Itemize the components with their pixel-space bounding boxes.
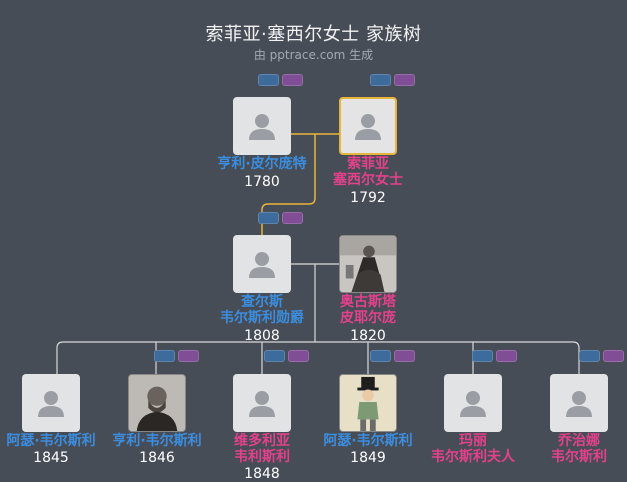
person-card-mary[interactable] [444, 374, 502, 432]
person-name-sophia: 索菲亚 塞西尔女士 [333, 156, 403, 188]
female-marker-chip[interactable] [603, 350, 624, 362]
male-marker-chip[interactable] [154, 350, 175, 362]
female-marker-chip[interactable] [282, 212, 303, 224]
caricature-man [340, 375, 396, 431]
henry-chips [154, 350, 199, 362]
person-card-arthur2[interactable] [339, 374, 397, 432]
person-card-augusta[interactable] [339, 235, 397, 293]
person-year-arthur1: 1845 [33, 450, 69, 466]
person-year-sophia: 1792 [350, 190, 386, 206]
male-marker-chip[interactable] [258, 212, 279, 224]
female-marker-chip[interactable] [282, 74, 303, 86]
male-marker-chip[interactable] [579, 350, 600, 362]
page-title: 索菲亚·塞西尔女士 家族树 [205, 24, 422, 45]
person-card-charles[interactable] [233, 235, 291, 293]
person-card-henry[interactable] [128, 374, 186, 432]
person-card-sophia[interactable] [339, 97, 397, 155]
person-name-henry: 亨利·韦尔斯利 [112, 433, 202, 449]
person-card-georgina[interactable] [550, 374, 608, 432]
person-name-mary: 玛丽 韦尔斯利夫人 [431, 433, 515, 465]
arthur2-chips [370, 350, 415, 362]
female-marker-chip[interactable] [394, 350, 415, 362]
henry-sr-chips [258, 74, 303, 86]
placeholder-avatar-icon [566, 391, 592, 417]
female-marker-chip[interactable] [178, 350, 199, 362]
person-name-georgina: 乔治娜 韦尔斯利 [551, 433, 607, 465]
person-name-henry-sr: 亨利·皮尔庞特 [217, 156, 307, 172]
person-name-charles: 查尔斯 韦尔斯利勋爵 [220, 294, 304, 326]
person-card-victoria[interactable] [233, 374, 291, 432]
sophia-chips [370, 74, 415, 86]
person-year-henry: 1846 [139, 450, 175, 466]
male-marker-chip[interactable] [370, 74, 391, 86]
person-name-victoria: 维多利亚 韦利斯利 [234, 433, 290, 465]
person-name-arthur2: 阿瑟·韦尔斯利 [323, 433, 413, 449]
page-subtitle: 由 pptrace.com 生成 [253, 48, 374, 62]
placeholder-avatar-icon [249, 114, 275, 140]
person-name-arthur1: 阿瑟·韦尔斯利 [6, 433, 96, 449]
male-marker-chip[interactable] [472, 350, 493, 362]
placeholder-avatar-icon [38, 391, 64, 417]
placeholder-avatar-icon [460, 391, 486, 417]
person-year-victoria: 1848 [244, 466, 280, 482]
placeholder-avatar-icon [249, 391, 275, 417]
victoria-chips [264, 350, 309, 362]
person-year-charles: 1808 [244, 328, 280, 344]
male-marker-chip[interactable] [258, 74, 279, 86]
person-name-augusta: 奥古斯塔 皮耶尔庞 [340, 294, 396, 326]
children-bus-line [56, 341, 580, 374]
male-marker-chip[interactable] [370, 350, 391, 362]
placeholder-avatar-icon [355, 114, 381, 140]
portrait-photo-man [129, 375, 185, 431]
person-card-henry-sr[interactable] [233, 97, 291, 155]
female-marker-chip[interactable] [288, 350, 309, 362]
charles-chips [258, 212, 303, 224]
person-year-arthur2: 1849 [350, 450, 386, 466]
person-year-augusta: 1820 [350, 328, 386, 344]
descent-connector-gen1 [261, 134, 316, 236]
female-marker-chip[interactable] [394, 74, 415, 86]
person-year-henry-sr: 1780 [244, 174, 280, 190]
georgina-chips [579, 350, 624, 362]
portrait-photo-woman [340, 236, 396, 292]
mary-chips [472, 350, 517, 362]
placeholder-avatar-icon [249, 252, 275, 278]
female-marker-chip[interactable] [496, 350, 517, 362]
male-marker-chip[interactable] [264, 350, 285, 362]
person-card-arthur1[interactable] [22, 374, 80, 432]
